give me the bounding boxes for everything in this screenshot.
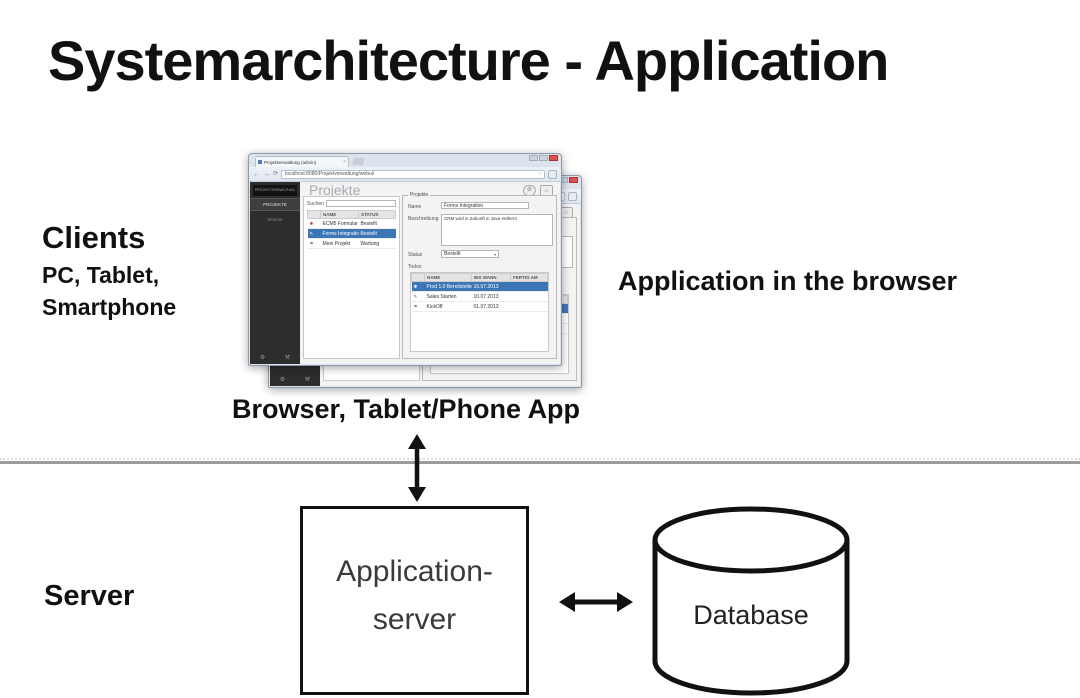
column-icon (307, 210, 321, 219)
gear-icon[interactable]: ⚙ (259, 355, 266, 361)
browser-tablet-phone-label: Browser, Tablet/Phone App (232, 394, 581, 424)
database-cylinder (652, 506, 850, 696)
server-label: Server (44, 580, 135, 612)
tag-icon: ⚑ (309, 240, 314, 246)
app-sidebar: PROJEKTVERWALTUNG PROJEKTE Module ⚙ ⚒ (250, 182, 300, 364)
wrench-icon[interactable]: ⚒ (284, 355, 291, 361)
status-label: Status (408, 252, 423, 258)
todo-row-selected[interactable]: ✱ Prod 1.0 Bereitstellen 16.07.2013 (411, 281, 548, 292)
zone-divider-dotted (0, 458, 1080, 460)
pencil-icon: ✎ (413, 293, 418, 299)
flower-icon: ✱ (309, 220, 314, 226)
tab-close-icon[interactable]: × (343, 158, 346, 165)
browser-tab-strip: Projektverwaltung (admin) × (249, 154, 561, 167)
search-input[interactable] (325, 200, 396, 207)
application-in-browser-label: Application in the browser (618, 266, 958, 296)
reload-icon[interactable]: ⟳ (273, 170, 279, 177)
app-main: Projekte ⚙ ⌂ Suchen NAME STATUS ✱ (300, 182, 560, 364)
clients-heading: Clients (42, 220, 146, 255)
minimize-button[interactable] (529, 155, 538, 161)
zone-divider-line (0, 461, 1080, 464)
table-row-selected[interactable]: ✎ Forms Integration Bestellt (307, 228, 396, 239)
clients-subtext-line1: PC, Tablet, (42, 262, 160, 288)
sidebar-item-module[interactable]: Module (267, 217, 283, 222)
menu-icon[interactable] (548, 169, 557, 179)
todo-table: NAME BIS WANN FERTIG AM ✱ Prod 1.0 Berei… (411, 273, 548, 312)
table-row[interactable]: ✱ ECM5 Formular Bestellt (307, 218, 396, 229)
detail-legend: Projekte (408, 192, 431, 198)
name-label: Name (408, 204, 422, 210)
tab-title: Projektverwaltung (admin) (264, 159, 317, 165)
column-icon (411, 273, 425, 282)
page-title: Projekte (309, 182, 361, 198)
wrench-icon[interactable]: ⚒ (304, 377, 311, 383)
todo-row[interactable]: ✎ Sales Starten 10.07.2013 (411, 291, 548, 302)
application-server-box: Application- server (300, 506, 529, 695)
column-due[interactable]: BIS WANN (471, 273, 511, 282)
bookmark-star-icon[interactable]: ☆ (537, 171, 542, 177)
server-database-arrow (559, 592, 633, 612)
pencil-icon: ✎ (309, 230, 314, 236)
browser-tab[interactable]: Projektverwaltung (admin) × (255, 156, 349, 167)
project-list-panel: Suchen NAME STATUS ✱ ECM5 Formular Beste… (303, 196, 400, 359)
close-button[interactable] (549, 155, 558, 161)
tag-icon: ⚑ (413, 303, 418, 309)
back-icon[interactable]: ← (253, 170, 260, 178)
project-detail-panel: Projekte Name Forms Integration Beschrei… (402, 192, 557, 359)
clients-subtext-line2: Smartphone (42, 294, 177, 320)
address-bar[interactable]: localhost:8080/Projektverwaltung/webui/ … (281, 169, 545, 179)
maximize-button[interactable] (539, 155, 548, 161)
name-input[interactable]: Forms Integration (441, 202, 529, 209)
todos-label: Todos (408, 264, 422, 270)
todo-table-box: NAME BIS WANN FERTIG AM ✱ Prod 1.0 Berei… (410, 272, 549, 352)
application-server-label-line2: server (372, 603, 457, 636)
favicon-icon (258, 160, 262, 164)
table-row[interactable]: ⚑ Mein Projekt Wartung (307, 238, 396, 249)
forward-icon[interactable]: → (263, 170, 270, 178)
browser-window-front: Projektverwaltung (admin) × ← → ⟳ localh… (248, 153, 562, 366)
application-server-label-line1: Application- (336, 555, 493, 588)
window-controls (529, 155, 558, 161)
menu-icon[interactable] (568, 191, 577, 201)
search-label: Suchen (307, 200, 324, 207)
column-name[interactable]: NAME (320, 210, 359, 219)
new-tab-button[interactable] (351, 158, 366, 165)
todo-row[interactable]: ⚑ KickOff 01.07.2013 (411, 301, 548, 312)
description-label: Beschreibung (408, 216, 439, 222)
url-text: localhost:8080/Projektverwaltung/webui/ (285, 171, 375, 177)
flower-icon: ✱ (413, 283, 418, 289)
sidebar-logo: PROJEKTVERWALTUNG (253, 185, 297, 196)
sidebar-item-projekte[interactable]: PROJEKTE (250, 198, 300, 211)
column-name[interactable]: NAME (424, 273, 472, 282)
description-textarea[interactable]: CRM wird in Zukunft in Java entfernt (441, 214, 553, 246)
project-table: NAME STATUS ✱ ECM5 Formular Bestellt ✎ F… (307, 210, 396, 249)
gear-icon[interactable]: ⚙ (279, 377, 286, 383)
diagram-title: Systemarchitecture - Application (48, 29, 889, 92)
browser-toolbar: ← → ⟳ localhost:8080/Projektverwaltung/w… (249, 167, 561, 182)
column-status[interactable]: STATUS (358, 210, 396, 219)
client-server-arrow (408, 434, 426, 502)
close-button[interactable] (569, 177, 578, 183)
app-content: PROJEKTVERWALTUNG PROJEKTE Module ⚙ ⚒ Pr… (250, 182, 560, 364)
status-select[interactable]: Bestellt ▾ (441, 250, 499, 258)
column-done[interactable]: FERTIG AM (510, 273, 548, 282)
database-label: Database (693, 600, 809, 630)
chevron-down-icon: ▾ (493, 251, 496, 257)
